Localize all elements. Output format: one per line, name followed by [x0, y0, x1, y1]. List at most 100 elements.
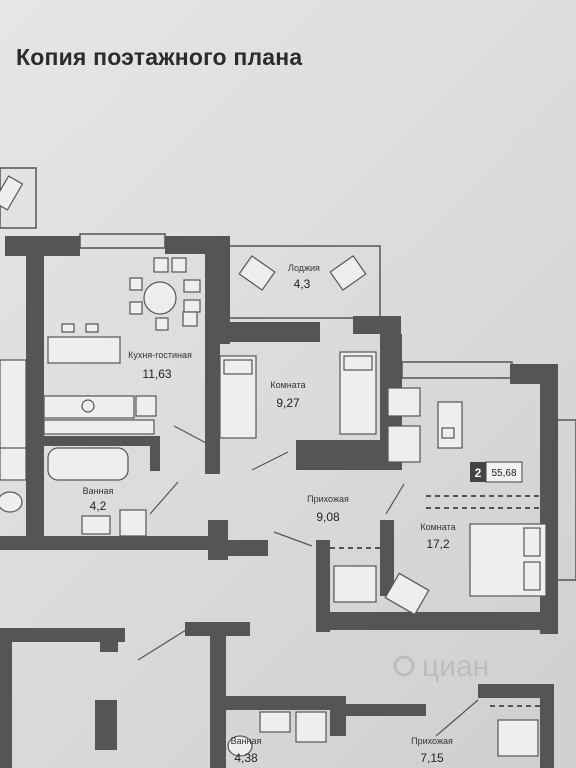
loggia-chair: [329, 255, 367, 291]
pillow: [223, 359, 253, 375]
wall-kitchen-bottom: [40, 436, 160, 446]
wall-top-left: [5, 236, 80, 256]
wall-room-top: [205, 322, 320, 342]
room-name: Прихожая: [411, 736, 453, 746]
wall-lower-2: [95, 700, 117, 750]
wall-lower-5: [226, 696, 346, 710]
wall-wardrobe-right: [380, 520, 394, 596]
room-area: 7,15: [420, 751, 444, 765]
armchair: [387, 387, 421, 417]
chair: [153, 257, 169, 273]
room-area: 9,27: [276, 396, 300, 410]
rooms-count-box: [470, 462, 486, 482]
wall-bottom-right: [316, 612, 558, 630]
bathtub: [47, 447, 129, 481]
stool: [85, 323, 99, 333]
furniture: [0, 255, 547, 757]
washing-machine: [119, 509, 147, 537]
chair: [129, 277, 143, 291]
room-area: 11,63: [142, 367, 171, 381]
room-name: Прихожая: [307, 494, 349, 504]
room-name: Комната: [270, 380, 305, 390]
chair: [129, 301, 143, 315]
page-title: Копия поэтажного плана: [16, 44, 303, 70]
room-labels: Лоджия 4,3 Кухня-гостиная 11,63 Комната …: [83, 263, 456, 765]
door: [385, 483, 405, 515]
washing-machine: [295, 711, 327, 743]
room-name: Лоджия: [288, 263, 320, 273]
dining-table: [143, 281, 177, 315]
pillow: [523, 561, 541, 591]
door: [273, 531, 313, 547]
watermark-text: циан: [422, 650, 489, 683]
room-area: 4,2: [90, 499, 107, 513]
chair: [183, 299, 201, 313]
room-name: Ванная: [83, 486, 114, 496]
left-balcony-outline: [0, 167, 37, 229]
wall-lower-4: [210, 630, 226, 768]
wall-kitchen-stub: [150, 436, 160, 471]
kitchen-counter: [0, 359, 27, 461]
kitchen-island: [47, 336, 121, 364]
wall-left-vertical: [26, 256, 44, 541]
room-name: Ванная: [231, 736, 262, 746]
chair: [182, 311, 198, 327]
wall-lower-1b: [100, 628, 118, 652]
clothes-rack: [497, 719, 539, 757]
chair: [155, 317, 169, 331]
stool: [61, 323, 75, 333]
watermark-logo-icon: [393, 655, 415, 677]
rooms-count: 2: [475, 466, 482, 480]
door: [173, 425, 209, 445]
room-area: 17,2: [426, 537, 450, 551]
pillow: [343, 355, 373, 371]
wall-lower-9: [540, 684, 554, 768]
wall-lower-left: [0, 640, 12, 768]
room-name: Кухня-гостиная: [128, 350, 192, 360]
suitcase: [384, 572, 430, 616]
wall-room1-left: [205, 342, 220, 474]
chair: [183, 279, 201, 293]
room-area: 9,08: [316, 510, 340, 524]
wall-lower-6: [330, 706, 346, 736]
loggia-chair: [238, 255, 276, 291]
toilet: [227, 735, 253, 757]
wall-wardrobe-left: [316, 540, 330, 632]
wall-lower-3: [185, 622, 250, 636]
counter-strip: [43, 419, 155, 435]
door: [251, 451, 289, 471]
total-area-box: [485, 461, 523, 483]
sink: [81, 399, 95, 413]
tv-stand: [437, 401, 463, 449]
pillow: [523, 527, 541, 557]
wall-room1-bottom: [296, 440, 382, 470]
chair: [171, 257, 187, 273]
washbasin: [81, 515, 111, 535]
wall-top-mid: [165, 236, 230, 254]
balcony-chair: [0, 175, 24, 211]
armchair: [387, 425, 421, 463]
room-name: Комната: [420, 522, 455, 532]
wall-right-top: [353, 316, 401, 334]
wall-bottom-notch2: [228, 540, 268, 556]
toilet: [0, 491, 23, 513]
room-area: 4,3: [294, 277, 311, 291]
room-area: 4,38: [234, 751, 258, 765]
right-edge-outline: [555, 419, 576, 581]
wall-bottom-notch: [208, 520, 228, 560]
total-area: 55,68: [491, 468, 516, 479]
wall-lower-1: [0, 628, 125, 642]
door: [435, 699, 479, 737]
clothes-rack: [333, 565, 377, 603]
door: [149, 481, 179, 515]
window-room2: [401, 361, 513, 379]
wall-lower-8: [478, 684, 550, 698]
door: [137, 629, 187, 661]
stove: [135, 395, 157, 417]
window-kitchen: [79, 233, 166, 249]
bath-fixture: [0, 447, 27, 481]
wall-bottom-left: [0, 536, 215, 550]
washbasin: [259, 711, 291, 733]
